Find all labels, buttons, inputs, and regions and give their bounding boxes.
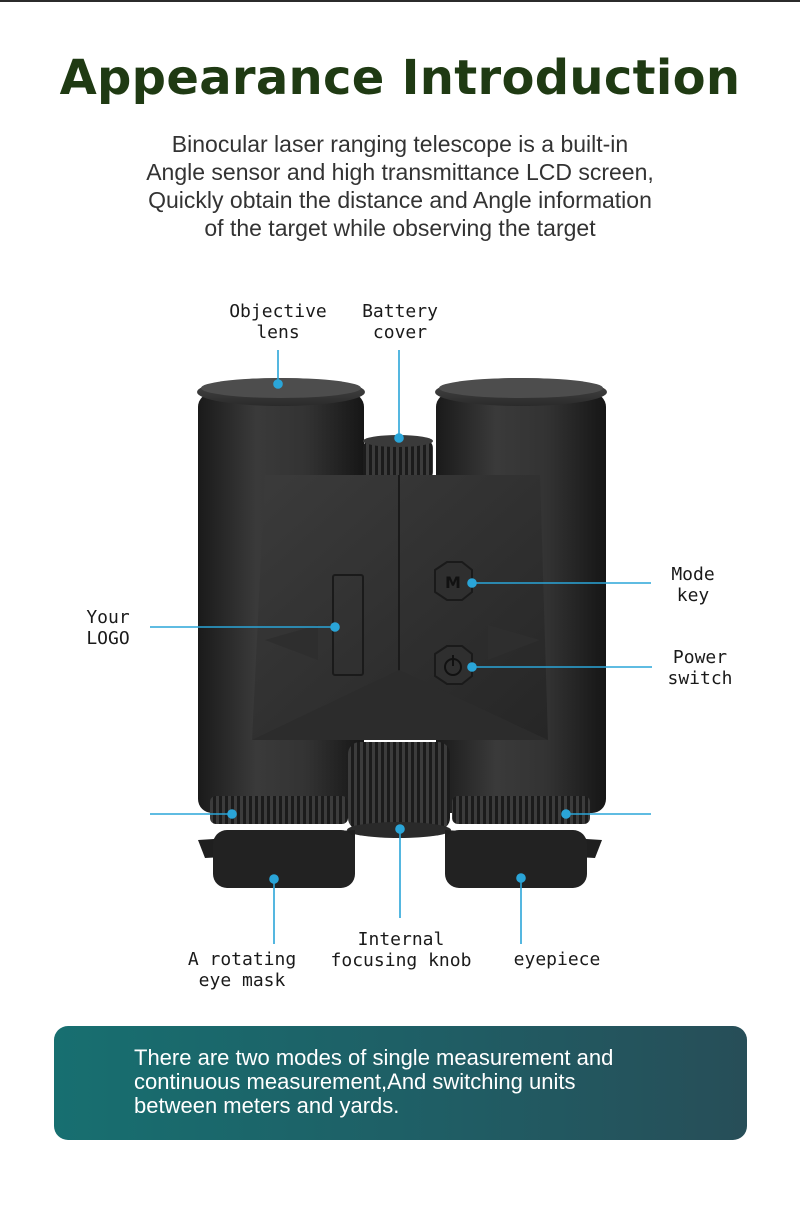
left-eye-mask bbox=[213, 830, 355, 888]
callout-battery-cover: Battery cover bbox=[350, 301, 450, 343]
banner-text: There are two modes of single measuremen… bbox=[134, 1046, 613, 1118]
page-title: Appearance Introduction bbox=[59, 50, 741, 106]
callout-your-logo: Your LOGO bbox=[70, 607, 146, 649]
mode-key-button: M bbox=[434, 561, 473, 601]
callout-text: key bbox=[676, 585, 710, 606]
banner-line: between meters and yards. bbox=[134, 1093, 400, 1118]
description-line: Quickly obtain the distance and Angle in… bbox=[148, 187, 652, 213]
focusing-knob bbox=[347, 742, 451, 838]
callout-focusing-knob: Internal focusing knob bbox=[326, 929, 476, 971]
description-line: Binocular laser ranging telescope is a b… bbox=[171, 131, 629, 157]
right-rotating-ring bbox=[452, 796, 590, 824]
callout-text: switch bbox=[667, 668, 733, 689]
callout-objective-lens: Objective lens bbox=[220, 301, 336, 343]
banner-line: There are two modes of single measuremen… bbox=[134, 1045, 614, 1070]
callout-text: Battery bbox=[362, 301, 438, 322]
description-line: Angle sensor and high transmittance LCD … bbox=[146, 159, 654, 185]
callout-text: Your bbox=[86, 607, 130, 628]
callout-power-switch: Power switch bbox=[658, 647, 742, 689]
left-eyepiece bbox=[198, 796, 355, 888]
banner-line: continuous measurement,And switching uni… bbox=[134, 1069, 576, 1094]
callout-eyepiece: eyepiece bbox=[505, 949, 609, 970]
callout-text: Mode bbox=[671, 564, 715, 585]
left-rotating-ring bbox=[210, 796, 348, 824]
top-divider bbox=[0, 0, 800, 2]
callout-text: focusing knob bbox=[330, 950, 472, 971]
callout-text: lens bbox=[256, 322, 300, 343]
callout-text: cover bbox=[372, 322, 428, 343]
feature-banner: There are two modes of single measuremen… bbox=[54, 1026, 747, 1140]
callout-text: Objective bbox=[229, 301, 327, 322]
description: Binocular laser ranging telescope is a b… bbox=[0, 130, 800, 242]
center-housing bbox=[252, 475, 548, 740]
mode-key-glyph: M bbox=[445, 573, 461, 592]
callout-text: Power bbox=[672, 647, 728, 668]
callout-mode-key: Mode key bbox=[654, 564, 732, 606]
callout-eye-mask: A rotating eye mask bbox=[184, 949, 300, 991]
callout-text: LOGO bbox=[86, 628, 130, 649]
right-eye-mask bbox=[445, 830, 587, 888]
callout-text: eyepiece bbox=[513, 949, 601, 970]
description-line: of the target while observing the target bbox=[204, 215, 596, 241]
callout-text: Internal bbox=[357, 929, 445, 950]
right-eyepiece bbox=[445, 796, 602, 888]
callout-text: A rotating bbox=[187, 949, 297, 970]
power-switch-button bbox=[434, 645, 473, 685]
callout-text: eye mask bbox=[198, 970, 286, 991]
callout-lines bbox=[150, 350, 652, 944]
